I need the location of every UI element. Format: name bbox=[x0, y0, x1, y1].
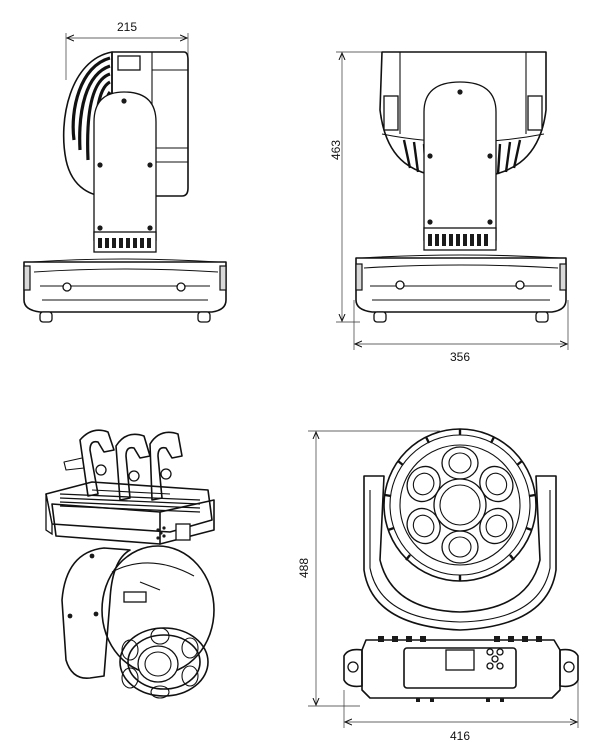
dim-bottom-height: 488 bbox=[297, 430, 440, 707]
dim-bottom-width: 416 bbox=[343, 674, 579, 743]
perspective-view bbox=[45, 429, 215, 699]
clamp-left bbox=[63, 429, 115, 497]
control-buttons bbox=[486, 648, 504, 670]
front-view: 463 356 bbox=[329, 51, 569, 364]
dim-label-416: 416 bbox=[450, 729, 470, 743]
dim-label-215: 215 bbox=[117, 20, 137, 34]
dim-label-463: 463 bbox=[329, 140, 343, 160]
display-screen bbox=[445, 649, 475, 671]
clamp-middle bbox=[115, 433, 151, 501]
lens-view: 488 416 bbox=[297, 428, 579, 743]
dim-label-488: 488 bbox=[297, 558, 311, 578]
dim-label-356: 356 bbox=[450, 350, 470, 364]
lens-petals bbox=[406, 446, 514, 564]
side-view: 215 bbox=[23, 20, 227, 323]
dim-front-height: 463 bbox=[329, 51, 386, 323]
clamp-right bbox=[149, 431, 183, 501]
dim-front-width: 356 bbox=[353, 300, 569, 364]
dim-side-width: 215 bbox=[65, 20, 189, 80]
